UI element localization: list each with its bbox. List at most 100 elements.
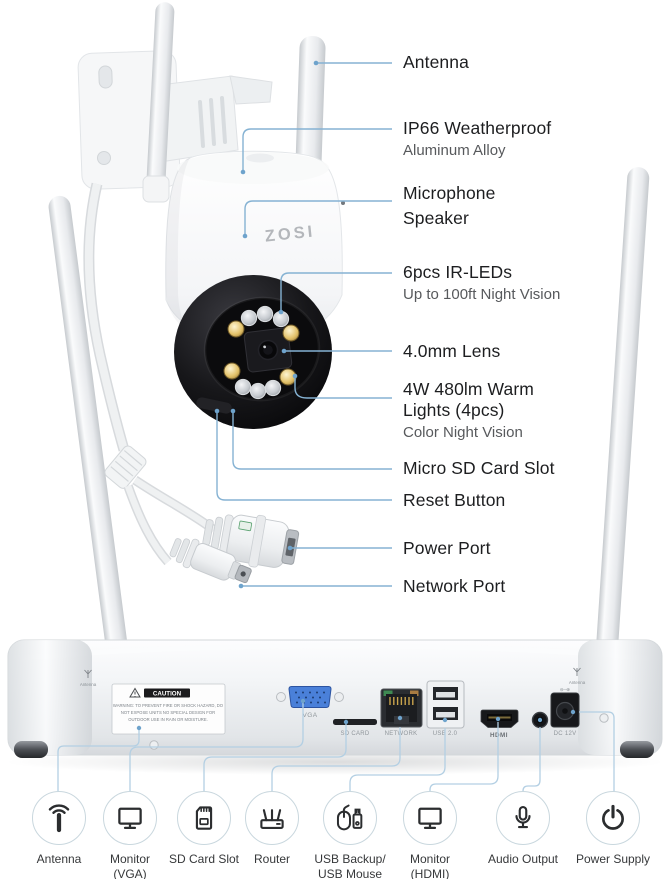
legend-label2: (VGA) (113, 867, 147, 879)
antenna-icon (48, 804, 70, 833)
callout-title: Reset Button (403, 490, 506, 510)
legend-label2: USB Mouse (317, 867, 383, 879)
cable-splitter (104, 445, 147, 489)
legend-label: Router (253, 852, 291, 866)
line-microphone (244, 200, 392, 236)
callout-title2: Lights (4pcs) (403, 400, 505, 420)
callout-subtitle: Aluminum Alloy (403, 142, 506, 159)
brand-logo: ZOSI (264, 222, 316, 245)
mount-arm (151, 75, 273, 163)
dc-label: DC 12V (554, 731, 577, 737)
antenna-mount-label-left (84, 669, 92, 678)
sd-label: SD CARD (340, 731, 369, 737)
line-vga (129, 700, 304, 792)
port-line-dots (136, 698, 576, 731)
power-port-connector (202, 514, 300, 568)
antenna-sticker-left: Antenna (80, 682, 97, 687)
nvr-antenna-right (594, 167, 650, 679)
legend-label: Power Supply (575, 852, 651, 866)
callout-title: Network Port (403, 576, 506, 596)
callout-subtitle: Color Night Vision (403, 424, 523, 441)
screw (334, 692, 344, 702)
legend-sd-card: SD Card Slot (159, 791, 249, 867)
screw (599, 713, 609, 723)
callout-warm-lights: 4W 480lm Warm Lights (4pcs) Color Night … (403, 379, 534, 443)
callout-title2: Speaker (403, 208, 469, 228)
line-power (579, 711, 615, 792)
line-micro-sd (232, 412, 392, 470)
line-ip66 (242, 128, 392, 172)
callout-title: Micro SD Card Slot (403, 458, 555, 478)
network-label: NETWORK (385, 731, 418, 737)
line-ir-leds (280, 272, 392, 312)
sd-card-icon (195, 806, 213, 830)
callout-title: Antenna (403, 52, 469, 72)
monitor-icon (118, 807, 142, 830)
legend-monitor-hdmi: Monitor (HDMI) (385, 791, 475, 879)
callout-micro-sd: Micro SD Card Slot (403, 458, 555, 479)
router-icon (260, 809, 284, 829)
camera-lens (243, 327, 293, 373)
legend-label: SD Card Slot (168, 852, 240, 866)
callout-power-port: Power Port (403, 538, 491, 559)
nvr-foot-left (14, 741, 48, 758)
line-warm-lights (294, 376, 392, 399)
usb-mouse-icon (336, 804, 363, 831)
callout-microphone-speaker: Microphone Speaker (403, 181, 495, 231)
sd-cover-notch (196, 397, 232, 414)
caution-line3: OUTDOOR USE IN RAIN OR MOISTURE. (128, 717, 208, 722)
camera-antenna-left (142, 2, 175, 203)
screw (149, 740, 159, 750)
callout-ir-leds: 6pcs IR-LEDs Up to 100ft Night Vision (403, 262, 560, 305)
monitor-icon (418, 807, 442, 830)
callout-network-port: Network Port (403, 576, 505, 597)
legend-router: Router (227, 791, 317, 867)
legend-label: Audio Output (487, 852, 559, 866)
power-icon (602, 804, 624, 830)
line-audio (522, 727, 541, 792)
line-sdcard (203, 724, 347, 792)
line-antenna (57, 729, 140, 792)
callout-title: IP66 Weatherproof (403, 118, 552, 138)
callout-antenna: Antenna (403, 52, 469, 73)
caution-sticker: CAUTION WARNING: TO PREVENT FIRE OR SHOC… (111, 683, 226, 735)
callout-title: Power Port (403, 538, 491, 558)
callout-reset: Reset Button (403, 490, 505, 511)
ptz-camera: ZOSI (77, 2, 345, 584)
line-network (271, 727, 401, 792)
vga-port: VGA (276, 686, 344, 719)
callout-lens: 4.0mm Lens (403, 341, 500, 362)
callout-ip66: IP66 Weatherproof Aluminum Alloy (403, 118, 551, 161)
legend-label: Monitor (109, 852, 150, 866)
sd-card-slot: SD CARD (333, 719, 377, 737)
microphone-icon (515, 806, 531, 829)
legend-antenna: Antenna (14, 791, 104, 867)
caution-title: CAUTION (153, 691, 182, 698)
legend-usb-backup: USB Backup/ USB Mouse (305, 791, 395, 879)
caution-line2: NOT EXPOSE UNITS NO SPECIAL DESIGN FOR (121, 710, 215, 715)
dc-power-jack: ⊖–⊕ DC 12V (550, 687, 580, 737)
nvr-foot-right (620, 741, 654, 758)
nvr-recorder: Antenna CAUTION WARNING: TO PREVENT FIRE… (7, 639, 663, 758)
screw (276, 692, 286, 702)
callout-title: 6pcs IR-LEDs (403, 262, 513, 282)
legend-monitor-vga: Monitor (VGA) (85, 791, 175, 879)
caution-line1: WARNING: TO PREVENT FIRE OR SHOCK HAZARD… (113, 703, 224, 708)
line-hdmi (429, 722, 499, 792)
camera-callout-dots (214, 60, 319, 589)
mic-hole (341, 201, 345, 205)
network-port-connector (169, 538, 252, 584)
camera-cable (83, 182, 130, 452)
camera-callout-lines (216, 62, 392, 587)
legend-label: Monitor (409, 852, 450, 866)
legend-label: Antenna (36, 852, 82, 866)
polarity-mark: ⊖–⊕ (560, 687, 570, 692)
hdmi-label: HDMI (490, 732, 508, 739)
camera-sphere (174, 275, 332, 429)
ir-leds (234, 305, 290, 400)
network-port: NETWORK (380, 688, 423, 737)
legend-label: USB Backup/ (314, 852, 386, 866)
antenna-mount-label-right (573, 667, 581, 676)
